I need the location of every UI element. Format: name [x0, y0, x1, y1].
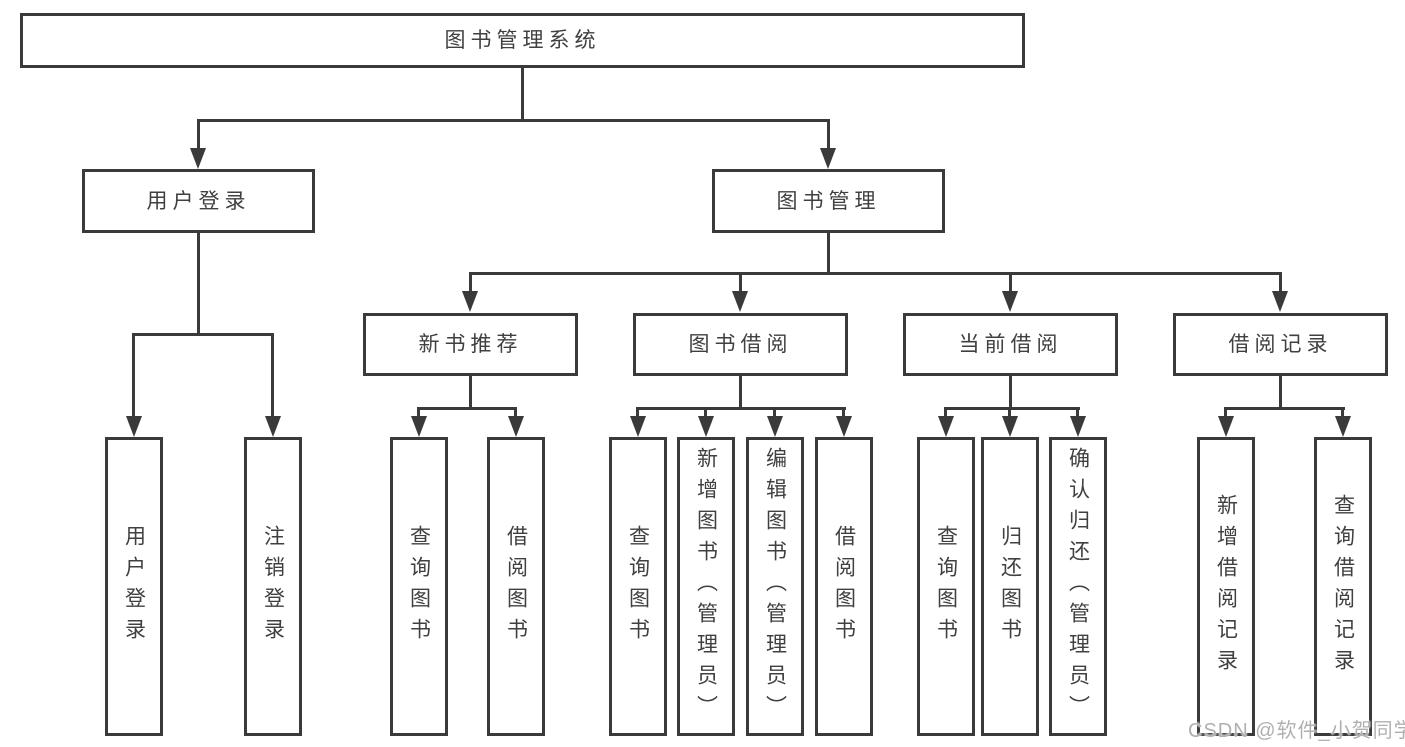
node-new-book-recommendation: 新书推荐 — [363, 313, 578, 376]
leaf-logout: 注销登录 — [244, 437, 302, 736]
connector-newbook-rail — [417, 407, 517, 410]
connector-records-stem — [1279, 376, 1282, 407]
connector-to-leaf10 — [1008, 407, 1011, 417]
node-book-management: 图书管理 — [712, 169, 945, 233]
connector-to-leaf-user-login — [132, 333, 135, 417]
arrow-down-icon — [1335, 416, 1351, 437]
connector-to-leaf4 — [514, 407, 517, 417]
arrow-down-icon — [1002, 416, 1018, 437]
connector-to-book-mgmt — [827, 119, 830, 149]
arrow-down-icon — [1002, 291, 1018, 312]
connector-user-login-rail — [132, 333, 274, 336]
connector-root-rail — [197, 119, 830, 122]
connector-borrow-rail — [636, 407, 846, 410]
arrow-down-icon — [462, 291, 478, 312]
connector-to-leaf8 — [842, 407, 845, 417]
connector-to-leaf7 — [773, 407, 776, 417]
connector-to-current — [1009, 272, 1012, 292]
node-borrowing-records: 借阅记录 — [1173, 313, 1388, 376]
arrow-down-icon — [508, 416, 524, 437]
arrow-down-icon — [836, 416, 852, 437]
connector-to-newbook — [469, 272, 472, 292]
connector-records-rail — [1224, 407, 1345, 410]
node-root-library-system: 图书管理系统 — [20, 13, 1025, 68]
arrow-down-icon — [938, 416, 954, 437]
arrow-down-icon — [698, 416, 714, 437]
arrow-down-icon — [265, 416, 281, 437]
arrow-down-icon — [732, 291, 748, 312]
csdn-watermark: CSDN @软件_小贺同学 — [1188, 720, 1405, 742]
leaf-add-book-admin: 新增图书（管理员） — [677, 437, 735, 736]
leaf-confirm-return-admin: 确认归还（管理员） — [1049, 437, 1107, 736]
node-book-borrowing: 图书借阅 — [633, 313, 848, 376]
connector-to-leaf5 — [636, 407, 639, 417]
arrow-down-icon — [411, 416, 427, 437]
arrow-down-icon — [1070, 416, 1086, 437]
connector-borrow-stem — [739, 376, 742, 407]
arrow-down-icon — [630, 416, 646, 437]
arrow-down-icon — [1272, 291, 1288, 312]
arrow-down-icon — [1218, 416, 1234, 437]
leaf-edit-book-admin: 编辑图书（管理员） — [746, 437, 804, 736]
leaf-borrow-book: 借阅图书 — [815, 437, 873, 736]
arrow-down-icon — [767, 416, 783, 437]
connector-to-leaf13 — [1341, 407, 1344, 417]
connector-to-leaf12 — [1224, 407, 1227, 417]
leaf-query-book-borrowing: 查询图书 — [609, 437, 667, 736]
connector-newbook-stem — [469, 376, 472, 407]
connector-root-stem — [521, 68, 524, 119]
connector-to-borrow — [739, 272, 742, 292]
connector-to-leaf9 — [944, 407, 947, 417]
connector-book-mgmt-stem — [827, 233, 830, 272]
connector-to-records — [1279, 272, 1282, 292]
node-current-borrowing: 当前借阅 — [903, 313, 1118, 376]
connector-to-leaf11 — [1076, 407, 1079, 417]
leaf-query-book-recommend: 查询图书 — [390, 437, 448, 736]
node-user-login: 用户登录 — [82, 169, 315, 233]
connector-to-leaf6 — [704, 407, 707, 417]
leaf-add-borrow-record: 新增借阅记录 — [1197, 437, 1255, 736]
connector-to-user-login — [197, 119, 200, 149]
leaf-borrow-book-recommend: 借阅图书 — [487, 437, 545, 736]
leaf-return-book: 归还图书 — [981, 437, 1039, 736]
arrow-down-icon — [126, 416, 142, 437]
arrow-down-icon — [190, 148, 206, 169]
leaf-user-login: 用户登录 — [105, 437, 163, 736]
connector-book-mgmt-rail — [469, 272, 1282, 275]
connector-user-login-stem — [197, 233, 200, 333]
arrow-down-icon — [820, 148, 836, 169]
connector-to-leaf3 — [417, 407, 420, 417]
connector-current-rail — [944, 407, 1080, 410]
connector-current-stem — [1009, 376, 1012, 407]
leaf-query-borrow-record: 查询借阅记录 — [1314, 437, 1372, 736]
connector-to-leaf-logout — [271, 333, 274, 417]
leaf-query-book-current: 查询图书 — [917, 437, 975, 736]
